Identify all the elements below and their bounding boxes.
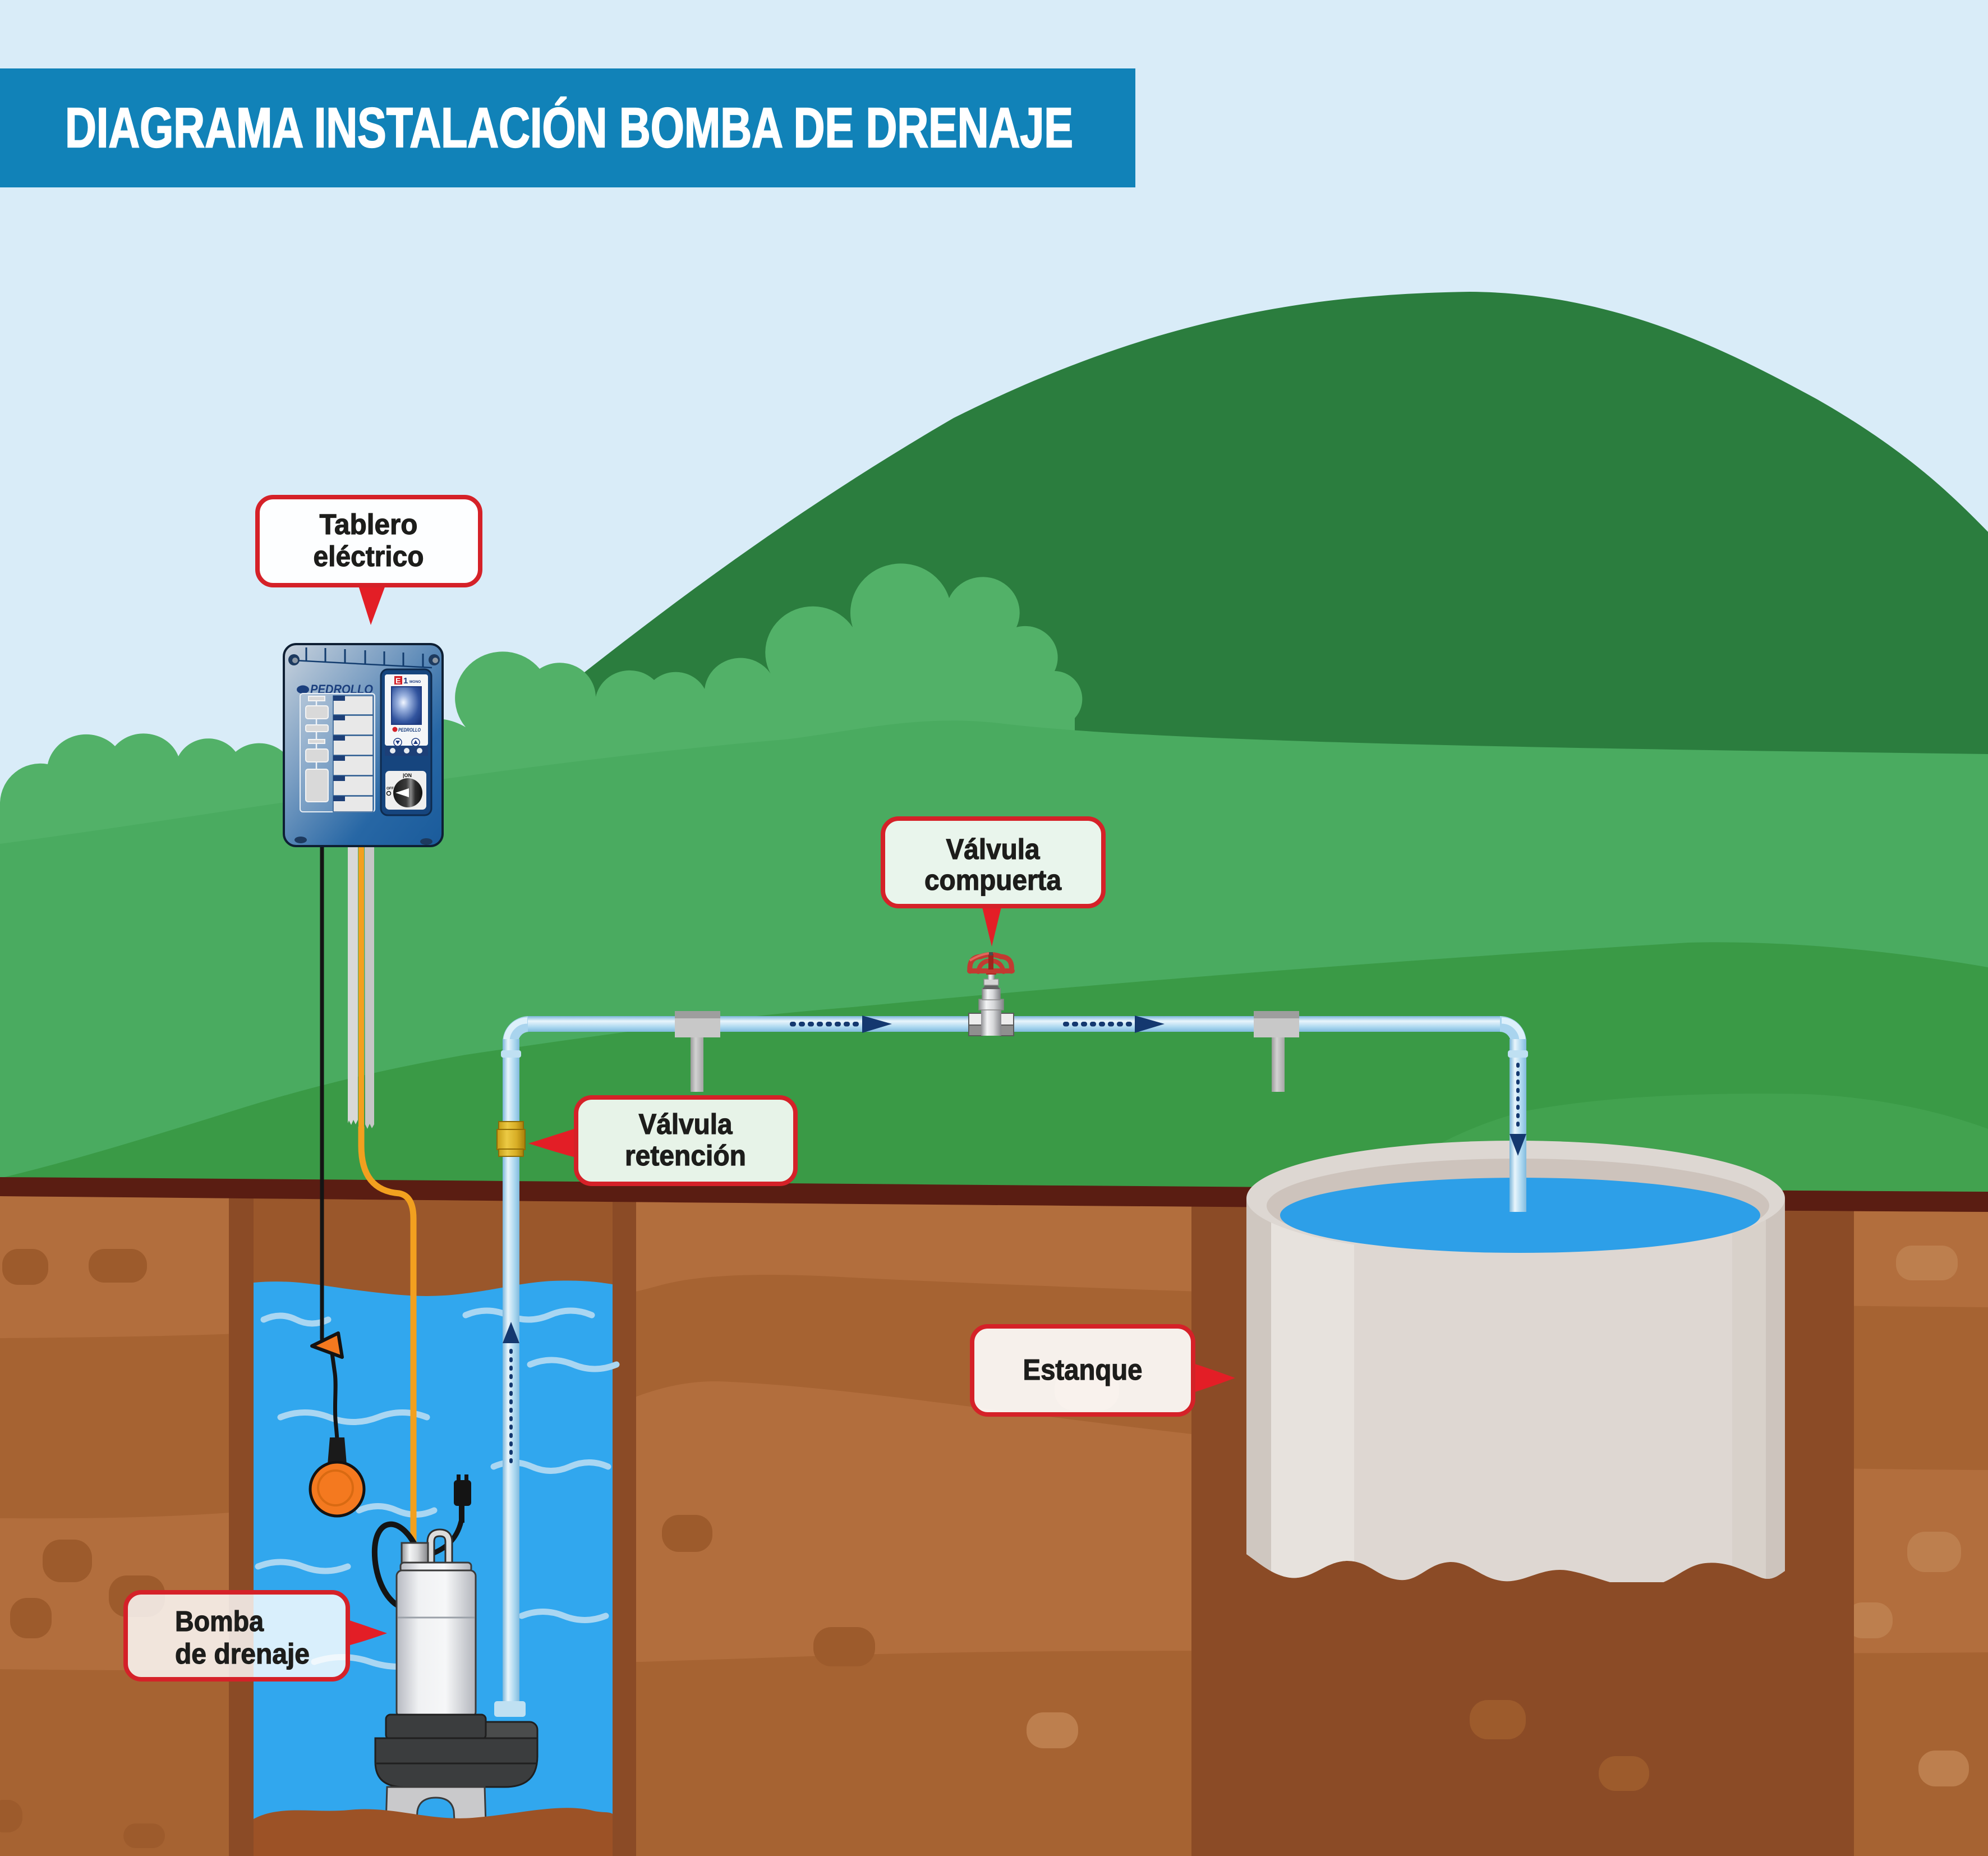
svg-text:PEDROLLO: PEDROLLO <box>398 727 421 733</box>
svg-text:E: E <box>395 676 401 685</box>
svg-text:Válvula: Válvula <box>639 1108 733 1140</box>
svg-text:|ON: |ON <box>403 773 412 778</box>
svg-text:compuerta: compuerta <box>924 864 1062 896</box>
svg-text:retención: retención <box>625 1140 746 1172</box>
svg-text:1: 1 <box>403 676 408 686</box>
svg-text:eléctrico: eléctrico <box>314 540 424 572</box>
svg-text:Bomba: Bomba <box>175 1605 264 1637</box>
svg-text:OFF: OFF <box>386 787 394 791</box>
svg-text:Válvula: Válvula <box>946 833 1041 865</box>
svg-text:Estanque: Estanque <box>1023 1354 1143 1386</box>
svg-text:de drenaje: de drenaje <box>175 1638 310 1670</box>
svg-text:DIAGRAMA INSTALACIÓN BOMBA DE: DIAGRAMA INSTALACIÓN BOMBA DE DRENAJE <box>65 97 1073 159</box>
svg-text:Tablero: Tablero <box>320 508 418 540</box>
svg-text:MONO: MONO <box>409 680 421 684</box>
